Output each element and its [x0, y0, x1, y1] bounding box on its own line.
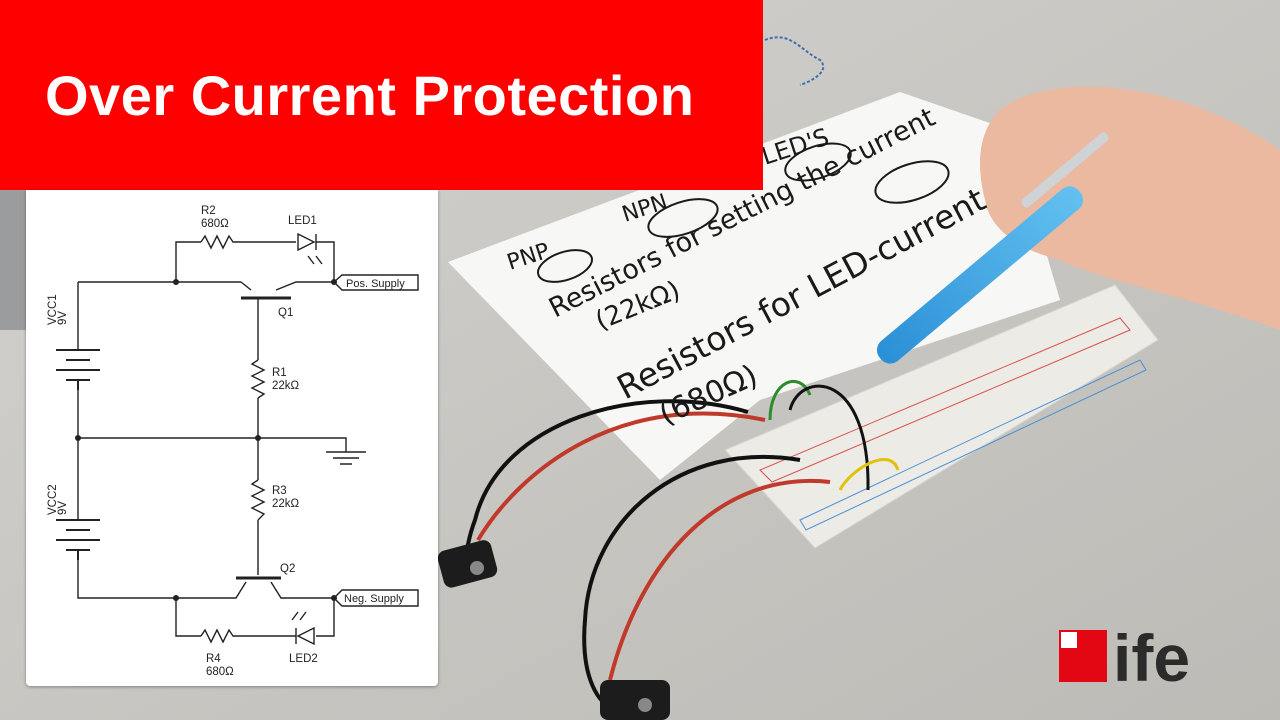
pos-supply-label: Pos. Supply [346, 278, 405, 290]
r1-value: 22kΩ [272, 380, 300, 392]
led2-symbol [295, 626, 315, 646]
pos-supply-flag [332, 274, 419, 291]
note-pnp: PNP [504, 239, 553, 276]
note-extra-circle [874, 160, 950, 204]
red-wire-1 [476, 411, 766, 542]
wire-q2-collector [270, 581, 334, 599]
wire-led2-out [316, 598, 335, 637]
red-wire-2 [608, 478, 831, 681]
battery-clip-1 [437, 540, 498, 588]
vcc2-value: 9V [57, 501, 69, 515]
r2-value: 680Ω [201, 218, 229, 230]
led1-label: LED1 [288, 215, 317, 227]
neg-supply-flag [333, 589, 419, 607]
wire-q2-emitter [77, 560, 247, 599]
q1-label: Q1 [278, 307, 293, 319]
battery-snap-1 [470, 561, 484, 575]
vcc2-label: VCC2 [47, 484, 59, 515]
wire-led1-out [316, 241, 335, 282]
breadboard-rail [759, 317, 1131, 483]
r1-label: R1 [272, 367, 287, 379]
node-dot [75, 435, 81, 441]
wire-q1-collector [275, 281, 334, 291]
wire-mid [78, 437, 347, 452]
logo-square-inner [1061, 632, 1077, 648]
breadboard [724, 284, 1159, 549]
note-pnp-circle [537, 249, 593, 283]
vcc2-battery [56, 519, 100, 560]
wire-r4-loop [175, 598, 201, 637]
r3-label: R3 [272, 485, 287, 497]
led2-rays [291, 611, 307, 621]
black-wire-2 [582, 454, 801, 712]
equipment [0, 190, 26, 330]
neg-supply-label: Neg. Supply [344, 593, 404, 605]
title-banner: Over Current Protection [0, 0, 763, 190]
breadboard-rail-blue [799, 359, 1147, 531]
led1-rays [307, 255, 323, 265]
wire-r2-loop [175, 241, 201, 282]
r3-value: 22kΩ [272, 498, 300, 510]
node-dot [173, 595, 179, 601]
battery-snap-2 [638, 698, 652, 712]
vcc1-label: VCC1 [47, 294, 59, 325]
note-npn-circle [647, 198, 719, 238]
r2-symbol [200, 234, 236, 250]
logo-text: ife [1113, 621, 1190, 690]
twisted-wire [764, 36, 825, 86]
pen-body [876, 186, 1084, 364]
vcc1-value: 9V [57, 311, 69, 325]
pen-clip [1021, 132, 1109, 208]
r4-symbol [200, 628, 236, 644]
ife-logo: ife [1059, 621, 1190, 690]
led2-label: LED2 [289, 653, 318, 665]
black-jumper [788, 384, 870, 491]
vcc1-battery [56, 349, 100, 390]
note-leds-circle [784, 142, 852, 182]
r4-label: R4 [206, 653, 221, 665]
r2-label: R2 [201, 205, 216, 217]
q2-label: Q2 [280, 563, 295, 575]
yellow-jumper [838, 458, 900, 491]
node-dot [331, 595, 337, 601]
circuit-schematic: R2 680Ω LED1 Q1 Pos. Supply VCC1 9V R1 2… [47, 205, 419, 678]
hand [980, 86, 1280, 330]
node-dot [331, 279, 337, 285]
r3-symbol [250, 479, 266, 521]
r1-symbol [250, 359, 266, 399]
ground-symbol [326, 451, 366, 465]
paper-sheet [448, 92, 1060, 480]
wire-q1-emitter [240, 281, 252, 291]
schematic-panel: R2 680Ω LED1 Q1 Pos. Supply VCC1 9V R1 2… [26, 190, 438, 686]
led1-symbol [297, 232, 317, 252]
video-title: Over Current Protection [45, 63, 695, 127]
r4-value: 680Ω [206, 666, 234, 678]
node-dot [173, 279, 179, 285]
node-dot [255, 435, 261, 441]
battery-clip-2 [600, 680, 670, 720]
